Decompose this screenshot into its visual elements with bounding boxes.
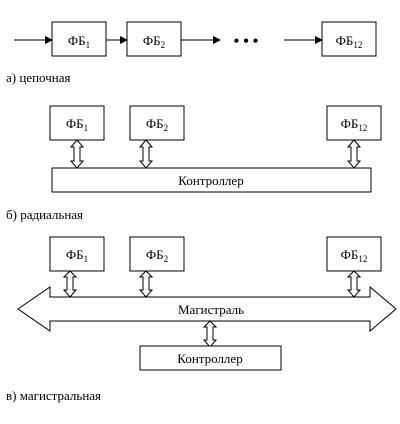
chain-fb2-block [126, 21, 182, 57]
chain-topology: ФБ1 ФБ2 • • • ФБ12 а) цепочная [6, 21, 377, 85]
bus-arrow [17, 285, 397, 333]
chain-fb12-block [321, 21, 377, 57]
radial-fb2-block [129, 105, 185, 141]
radial-link-fb12 [346, 139, 362, 169]
radial-link-fb1 [69, 139, 85, 169]
caption-chain: а) цепочная [6, 70, 70, 85]
radial-link-fb2 [138, 139, 154, 169]
bus-fb2-label: ФБ2 [146, 247, 168, 264]
chain-fb2-label: ФБ2 [143, 33, 165, 50]
radial-fb1-label: ФБ1 [66, 116, 88, 133]
bus-link-controller [202, 320, 218, 348]
bus-fb1-label: ФБ1 [66, 247, 88, 264]
caption-radial: б) радиальная [6, 207, 83, 222]
bus-fb2-block [129, 236, 185, 272]
bus-link-fb1 [62, 270, 78, 298]
radial-controller-label: Контроллер [178, 173, 243, 188]
bus-controller-box [139, 345, 282, 371]
radial-fb2-label: ФБ2 [146, 116, 168, 133]
bus-link-fb12 [346, 270, 362, 298]
chain-fb1-block [51, 21, 107, 57]
bus-link-fb2 [138, 270, 154, 298]
bus-fb1-block [49, 236, 105, 272]
radial-topology: ФБ1 ФБ2 ФБ12 Контроллер б) радиальная [6, 105, 382, 222]
chain-ellipsis: • • • [234, 33, 259, 50]
radial-controller-box [51, 167, 372, 193]
chain-fb1-label: ФБ1 [68, 33, 90, 50]
radial-fb12-block [326, 105, 382, 141]
bus-controller-label: Контроллер [177, 351, 242, 366]
caption-bus: в) магистральная [6, 388, 101, 403]
radial-fb1-block [49, 105, 105, 141]
radial-fb12-label: ФБ12 [341, 116, 368, 133]
chain-fb12-label: ФБ12 [336, 33, 363, 50]
bus-fb12-label: ФБ12 [341, 247, 368, 264]
bus-topology: ФБ1 ФБ2 ФБ12 Магистраль Контроллер в) ма… [6, 236, 397, 403]
bus-fb12-block [326, 236, 382, 272]
bus-label: Магистраль [178, 302, 244, 317]
